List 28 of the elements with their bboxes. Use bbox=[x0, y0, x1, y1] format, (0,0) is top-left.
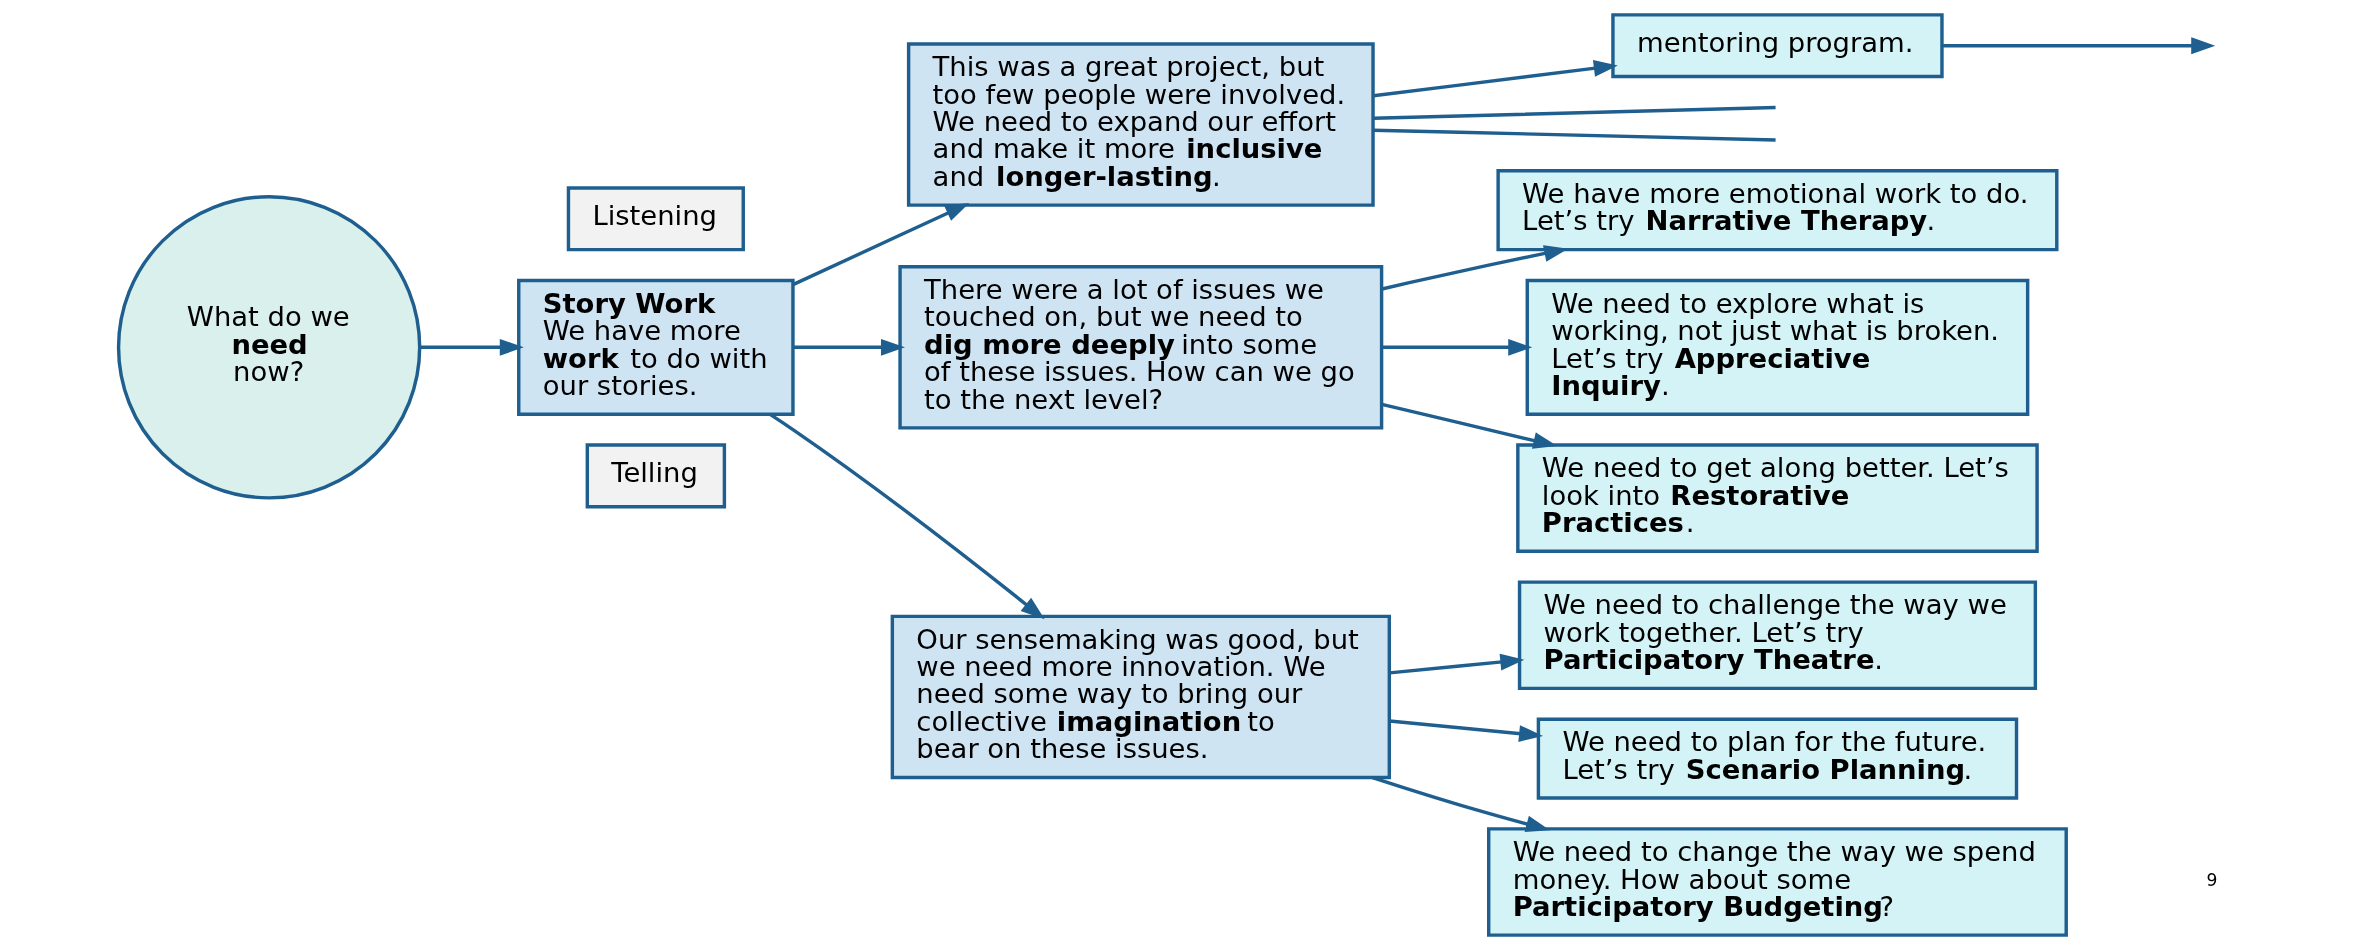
node-box: There were a lot of issues we touched on, but we need to dig more deeply into some of these issues. How can we go to the next level? bbox=[897, 265, 1383, 430]
node-box: We need to change the way we spend money. How about some Participatory Budgeting? bbox=[1486, 827, 2068, 937]
node-box: We have more emotional work to do. Let’s try Narrative Therapy. bbox=[1495, 169, 2058, 252]
arrow bbox=[792, 338, 905, 356]
arrow bbox=[1388, 719, 1543, 742]
arrow bbox=[791, 203, 969, 287]
node-box: This was a great project, but too few people were involved. We need to expand our effort and make it more inclusive and longer-lasting. bbox=[906, 42, 1375, 207]
node-box: We need to challenge the way we work together. Let’s try Participatory Theatre. bbox=[1517, 580, 2037, 691]
node-box: Telling bbox=[585, 443, 726, 509]
node-circle: What do we need now? bbox=[116, 195, 421, 500]
arrow bbox=[769, 413, 1045, 620]
node-box: Listening bbox=[566, 186, 745, 252]
node-box: We need to get along better. Let’s look into Restorative Practices. bbox=[1515, 443, 2039, 553]
arrow bbox=[1381, 338, 1532, 356]
arrow bbox=[1388, 653, 1524, 675]
node-box: Story Work We have more work to do with our stories. bbox=[516, 278, 795, 416]
arrow bbox=[1941, 37, 2215, 55]
node-box: mentoring program. bbox=[1610, 13, 1944, 79]
arrow bbox=[1381, 245, 1568, 291]
arrow bbox=[419, 338, 524, 356]
node-box: We need to plan for the future. Let’s try Scenario Planning. bbox=[1536, 717, 2018, 800]
arrow bbox=[1381, 402, 1557, 449]
label: 9 bbox=[2205, 870, 2217, 891]
node-box: Our sensemaking was good, but we need more innovation. We need some way to bring our collective imagination to bear on these issues. bbox=[890, 614, 1391, 780]
node-box: We need to explore what is working, not just what is broken. Let’s try Appreciative Inquiry. bbox=[1525, 278, 2029, 416]
connector bbox=[1372, 105, 1776, 120]
arrow bbox=[1372, 60, 1618, 98]
connector bbox=[1372, 128, 1776, 142]
